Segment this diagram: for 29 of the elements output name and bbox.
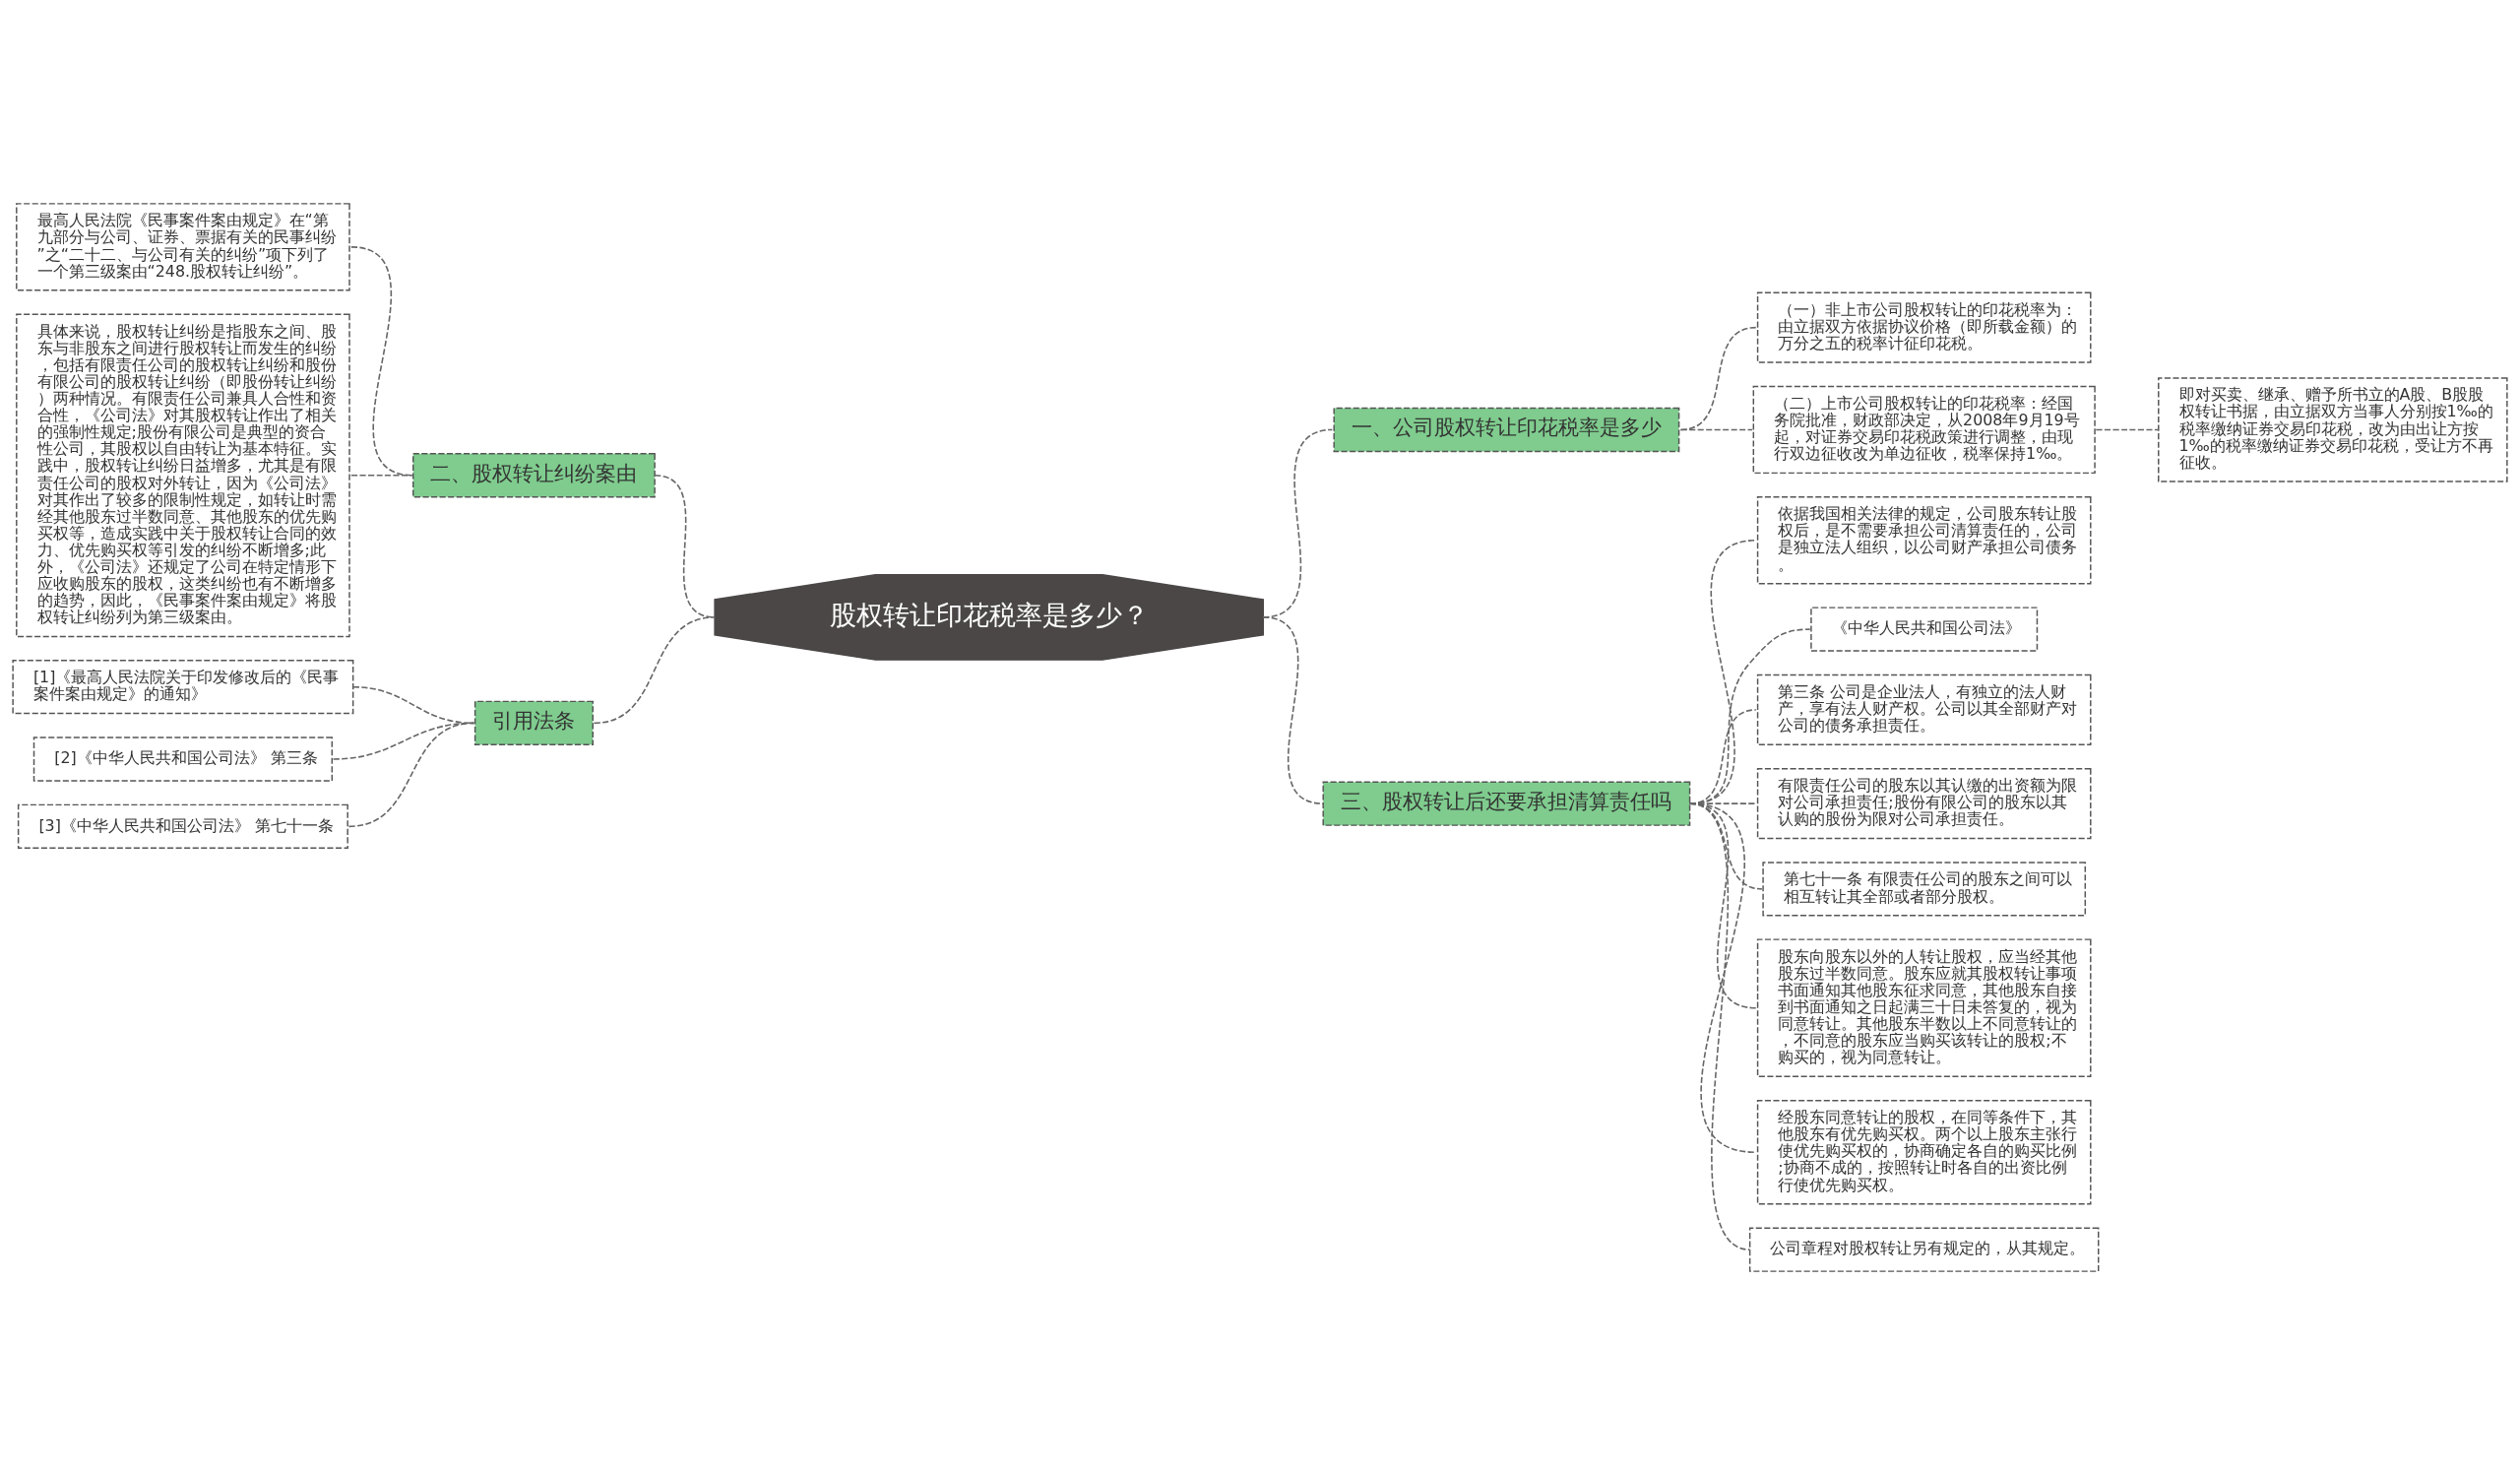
node-box: 即对买卖、继承、赠予所书立的A股、B股股权转让书据，由立据双方当事人分别按1‰的税率缴纳证券交易印花税，改为由出让方按1‰的税率缴纳证券交易印花税，受让方不再征收。 bbox=[2158, 376, 2508, 482]
node-box: 依据我国相关法律的规定，公司股东转让股权后，是不需要承担公司清算责任的，公司是独立法人组织，以公司财产承担公司债务。 bbox=[1756, 495, 2092, 584]
node-box: 三、股权转让后还要承担清算责任吗 bbox=[1322, 780, 1691, 826]
connector bbox=[350, 474, 414, 477]
connector bbox=[347, 722, 475, 827]
connector bbox=[1688, 801, 1751, 1250]
node-box: 二、股权转让纠纷案由 bbox=[412, 452, 656, 498]
node-box: 最高人民法院《民事案件案由规定》在“第九部分与公司、证券、票据有关的民事纠纷”之“二十二、与公司有关的纠纷”项下列了一个第三级案由“248.股权转让纠纷”。 bbox=[16, 202, 350, 291]
node-box: 具体来说，股权转让纠纷是指股东之间、股东与非股东之间进行股权转让而发生的纠纷，包括有限责任公司的股权转让纠纷和股份有限公司的股权转让纠纷（即股份转让纠纷）两种情况。有限责任公司兼具人合性和资合性，《公司法》对其股权转让作出了相关的强制性规定;股份有限公司是典型的资合性公司，其股权以自由转让为基本特征。实践中，股权转让纠纷日益增多，尤其是有限责任公司的股权对外转让，因为《公司法》对其作出了较多的限制性规定，如转让时需经其他股东过半数同意、其他股东的优先购买权等，造成实践中关于股权转让合同的效力、优先购买权等引发的纠纷不断增多;此外，《公司法》还规定了公司在特定情形下应收购股东的股权，这类纠纷也有不断增多的趋势，因此，《民事案件案由规定》将股权转让纠纷列为第三级案由。 bbox=[16, 312, 350, 637]
node-box: （一）非上市公司股权转让的印花税率为：由立据双方依据协议价格（即所载金额）的万分之五的税率计征印花税。 bbox=[1756, 291, 2092, 363]
node-box: 经股东同意转让的股权，在同等条件下，其他股东有优先购买权。两个以上股东主张行使优先购买权的，协商确定各自的购买比例;协商不成的，按照转让时各自的出资比例行使优先购买权。 bbox=[1756, 1099, 2092, 1204]
connector bbox=[593, 615, 716, 724]
connector bbox=[350, 245, 414, 477]
node-box: 《中华人民共和国公司法》 bbox=[1810, 606, 2039, 652]
node-box: [2]《中华人民共和国公司法》 第三条 bbox=[32, 736, 334, 782]
node-box: 第三条 公司是企业法人，有独立的法人财产，享有法人财产权。公司以其全部财产对公司的债务承担责任。 bbox=[1756, 673, 2092, 745]
node-box: 公司章程对股权转让另有规定的，从其规定。 bbox=[1748, 1226, 2100, 1272]
connector bbox=[1679, 428, 1753, 430]
node-box: [3]《中华人民共和国公司法》 第七十一条 bbox=[17, 803, 348, 849]
connector bbox=[2095, 428, 2160, 430]
connector bbox=[1679, 326, 1757, 430]
node-box: （二）上市公司股权转让的印花税率：经国务院批准，财政部决定，从2008年9月19号起，对证券交易印花税政策进行调整，由现行双边征收改为单边征收，税率保持1‰。 bbox=[1752, 385, 2096, 474]
node-box: 引用法条 bbox=[473, 700, 594, 745]
node-box: 有限责任公司的股东以其认缴的出资额为限对公司承担责任;股份有限公司的股东以其认购的股份为限对公司承担责任。 bbox=[1756, 767, 2092, 839]
connector bbox=[1262, 615, 1324, 804]
node-box: 一、公司股权转让印花税率是多少 bbox=[1333, 407, 1680, 452]
node-box: 股东向股东以外的人转让股权，应当经其他股东过半数同意。股东应就其股权转让事项书面通知其他股东征求同意，其他股东自接到书面通知之日起满三十日未答复的，视为同意转让。其他股东半数以上不同意转让的，不同意的股东应当购买该转让的股权;不购买的，视为同意转让。 bbox=[1756, 937, 2092, 1077]
node-box: 第七十一条 有限责任公司的股东之间可以相互转让其全部或者部分股权。 bbox=[1762, 861, 2087, 916]
node-box: [1]《最高人民法院关于印发修改后的《民事案件案由规定》的通知》 bbox=[12, 659, 354, 714]
